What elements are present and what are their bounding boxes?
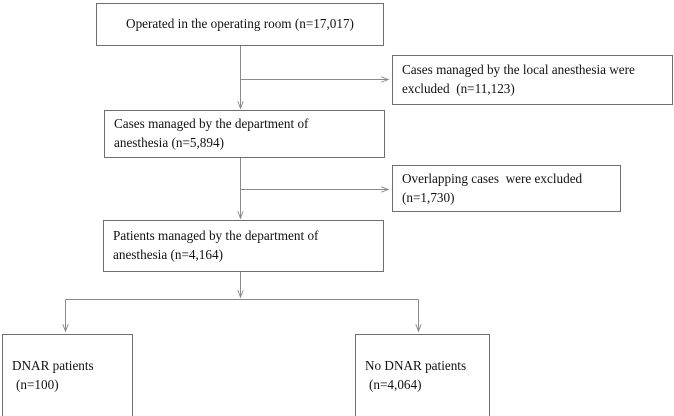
- node-dept-cases-line-2: anesthesia (n=5,894): [114, 135, 224, 150]
- node-overlap-excluded-line-1: Overlapping cases were excluded: [402, 170, 583, 186]
- node-dnar-patients: DNAR patients (n=100): [2, 334, 133, 416]
- node-cases-managed-by-department: Cases managed by the department of anest…: [104, 110, 385, 158]
- node-dept-patients-line-1: Patients managed by the department of: [113, 228, 319, 244]
- node-overlap-excluded-line-2: (n=1,730): [402, 189, 455, 205]
- node-dnar-line-2: (n=100): [16, 377, 59, 392]
- node-operated-line-1: Operated in the operating room (n=17,017…: [126, 16, 354, 32]
- node-local-excluded-line-2: excluded (n=11,123): [402, 81, 515, 96]
- node-dept-patients-line-2: anesthesia (n=4,164): [113, 247, 223, 262]
- node-dnar-line-1: DNAR patients: [12, 358, 94, 374]
- node-local-anesthesia-excluded: Cases managed by the local anesthesia we…: [392, 55, 673, 105]
- node-dept-cases-line-1: Cases managed by the department of: [114, 116, 309, 132]
- node-operated-in-operating-room: Operated in the operating room (n=17,017…: [96, 3, 384, 46]
- node-overlapping-cases-excluded: Overlapping cases were excluded (n=1,730…: [392, 165, 621, 212]
- node-no-dnar-line-2: (n=4,064): [369, 377, 422, 392]
- node-patients-managed-by-department: Patients managed by the department of an…: [103, 220, 384, 272]
- node-no-dnar-line-1: No DNAR patients: [365, 358, 467, 374]
- node-local-excluded-line-1: Cases managed by the local anesthesia we…: [402, 62, 635, 78]
- node-no-dnar-patients: No DNAR patients (n=4,064): [355, 334, 490, 416]
